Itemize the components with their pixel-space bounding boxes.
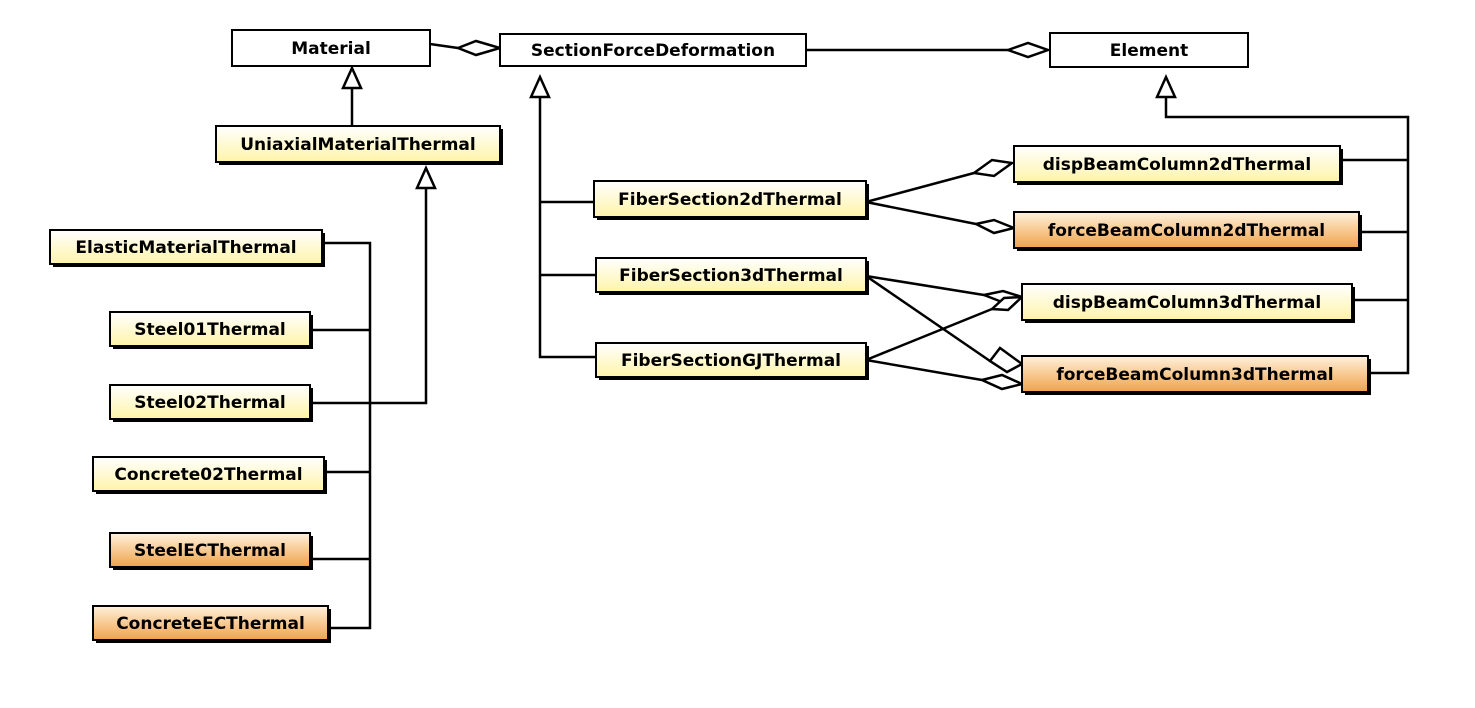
class-box-fibergj: FiberSectionGJThermal <box>595 342 869 380</box>
inheritance-arrow-section <box>529 73 551 99</box>
connectors <box>310 42 1410 630</box>
class-name-label: dispBeamColumn3dThermal <box>1053 293 1321 313</box>
class-box-frame <box>92 456 325 492</box>
inheritance-arrow-uniaxial <box>415 164 437 190</box>
class-box-frame <box>1049 32 1249 68</box>
class-box-fiber3d: FiberSection3dThermal <box>595 257 869 295</box>
aggregation-diamond-disp2d <box>970 158 1016 178</box>
class-box-frame <box>109 384 311 420</box>
class-box-element: Element <box>1049 32 1249 68</box>
class-name-label: forceBeamColumn2dThermal <box>1048 221 1325 241</box>
class-name-label: FiberSection3dThermal <box>619 266 843 286</box>
class-box-frame <box>595 342 867 378</box>
class-box-force2d: forceBeamColumn2dThermal <box>1013 211 1362 251</box>
class-box-frame <box>1021 283 1353 321</box>
class-box-frame <box>109 532 311 568</box>
class-box-steel01: Steel01Thermal <box>109 311 313 349</box>
class-box-frame <box>215 125 501 163</box>
class-box-frame <box>1021 355 1369 393</box>
class-box-section: SectionForceDeformation <box>499 33 807 67</box>
class-name-label: Steel02Thermal <box>134 393 286 413</box>
bus-materials <box>322 241 372 630</box>
aggregation-diamond-force3d-b <box>978 373 1026 391</box>
class-name-label: SteelECThermal <box>134 541 286 561</box>
class-box-frame <box>593 180 867 218</box>
class-box-concreteec: ConcreteECThermal <box>92 605 331 643</box>
agg-fiber3d-force3d <box>865 274 991 363</box>
class-box-steelec: SteelECThermal <box>109 532 313 570</box>
agg-fibergj-disp3d <box>865 307 993 362</box>
class-box-frame <box>499 33 807 67</box>
agg-fibergj-force3d <box>865 358 983 382</box>
class-box-frame <box>1013 211 1360 249</box>
inheritance-arrow-material <box>341 64 363 90</box>
class-name-label: ConcreteECThermal <box>116 614 305 634</box>
class-name-label: FiberSectionGJThermal <box>621 351 841 371</box>
class-box-frame <box>49 229 323 265</box>
class-box-steel02: Steel02Thermal <box>109 384 313 422</box>
class-box-frame <box>92 605 329 641</box>
class-name-label: Material <box>291 39 371 59</box>
class-box-concrete02: Concrete02Thermal <box>92 456 327 494</box>
class-box-uniaxial: UniaxialMaterialThermal <box>215 125 503 165</box>
class-name-label: Steel01Thermal <box>134 320 286 340</box>
inherit-materials-uniaxial <box>310 188 428 405</box>
class-name-label: SectionForceDeformation <box>531 41 775 61</box>
class-box-material: Material <box>231 29 431 67</box>
class-box-disp3d: dispBeamColumn3dThermal <box>1021 283 1355 323</box>
inheritance-arrow-element <box>1155 73 1177 99</box>
class-name-label: Element <box>1110 41 1188 61</box>
aggregation-diamond-force3d-a <box>988 346 1025 374</box>
class-name-label: UniaxialMaterialThermal <box>240 135 475 155</box>
agg-fiber2d-disp2d <box>865 171 975 204</box>
class-name-label: forceBeamColumn3dThermal <box>1056 365 1333 385</box>
class-name-label: Concrete02Thermal <box>114 465 302 485</box>
class-name-label: ElasticMaterialThermal <box>75 238 296 258</box>
class-box-elastic: ElasticMaterialThermal <box>49 229 325 267</box>
class-box-frame <box>231 29 431 67</box>
class-name-label: FiberSection2dThermal <box>618 190 842 210</box>
class-box-frame <box>109 311 311 347</box>
aggregation-diamond-section-element <box>1004 41 1052 59</box>
agg-fiber2d-force2d <box>865 200 977 226</box>
aggregation-diamond-material-section <box>454 39 505 57</box>
class-box-force3d: forceBeamColumn3dThermal <box>1021 355 1371 395</box>
inherit-fibers-section <box>538 97 596 359</box>
aggregation-material-section <box>429 42 459 50</box>
aggregation-diamond-force2d <box>972 218 1019 235</box>
agg-fiber3d-disp3d <box>865 274 985 297</box>
class-box-frame <box>1013 145 1341 183</box>
class-box-disp2d: dispBeamColumn2dThermal <box>1013 145 1343 185</box>
class-name-label: dispBeamColumn2dThermal <box>1043 155 1311 175</box>
class-box-fiber2d: FiberSection2dThermal <box>593 180 869 220</box>
class-box-frame <box>595 257 867 293</box>
inherit-elements-element <box>1164 97 1410 375</box>
